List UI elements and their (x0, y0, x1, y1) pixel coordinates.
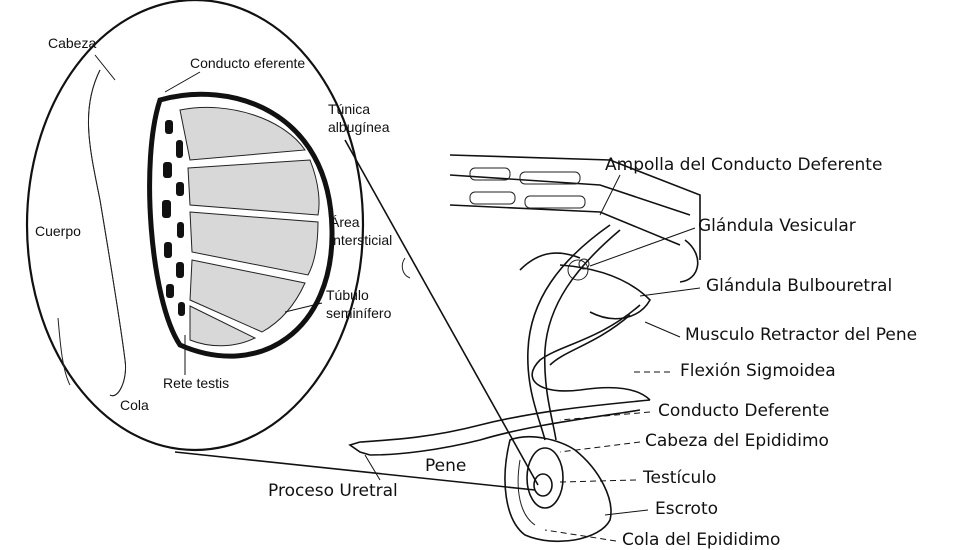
label-tubulo: Túbulo (326, 287, 369, 303)
label-area: Área (330, 214, 360, 230)
label-musculo-retractor: Musculo Retractor del Pene (685, 325, 917, 345)
label-conducto-eferente: Conducto eferente (190, 55, 305, 71)
label-intersticial: intersticial (330, 232, 392, 248)
penis-shaft (360, 400, 650, 442)
sigmoid-flexure (532, 305, 650, 400)
label-glandula-bulbouretral: Glándula Bulbouretral (706, 276, 892, 296)
label-ampolla: Ampolla del Conducto Deferente (605, 155, 882, 175)
label-glandula-vesicular: Glándula Vesicular (698, 216, 856, 236)
label-escroto: Escroto (655, 499, 718, 519)
testis-shape (527, 448, 563, 508)
label-cola: Cola (120, 397, 149, 413)
label-seminifero: seminífero (326, 305, 392, 321)
pelvic-urethra (560, 265, 650, 319)
label-albuginea: albugínea (328, 119, 390, 135)
label-conducto-deferente: Conducto Deferente (658, 401, 829, 421)
testis-focus (534, 474, 552, 496)
label-cabeza: Cabeza (48, 35, 96, 51)
label-cuerpo: Cuerpo (35, 223, 81, 239)
label-pene: Pene (425, 456, 466, 476)
label-flexion-sigmoidea: Flexión Sigmoidea (680, 361, 836, 381)
label-tunica: Túnica (328, 101, 370, 117)
label-proceso-uretral: Proceso Uretral (268, 481, 398, 501)
label-rete-testis: Rete testis (163, 375, 229, 391)
label-cabeza-epididimo: Cabeza del Epididimo (645, 431, 829, 451)
label-testiculo: Testículo (642, 468, 716, 488)
label-cola-epididimo: Cola del Epididimo (622, 530, 780, 550)
